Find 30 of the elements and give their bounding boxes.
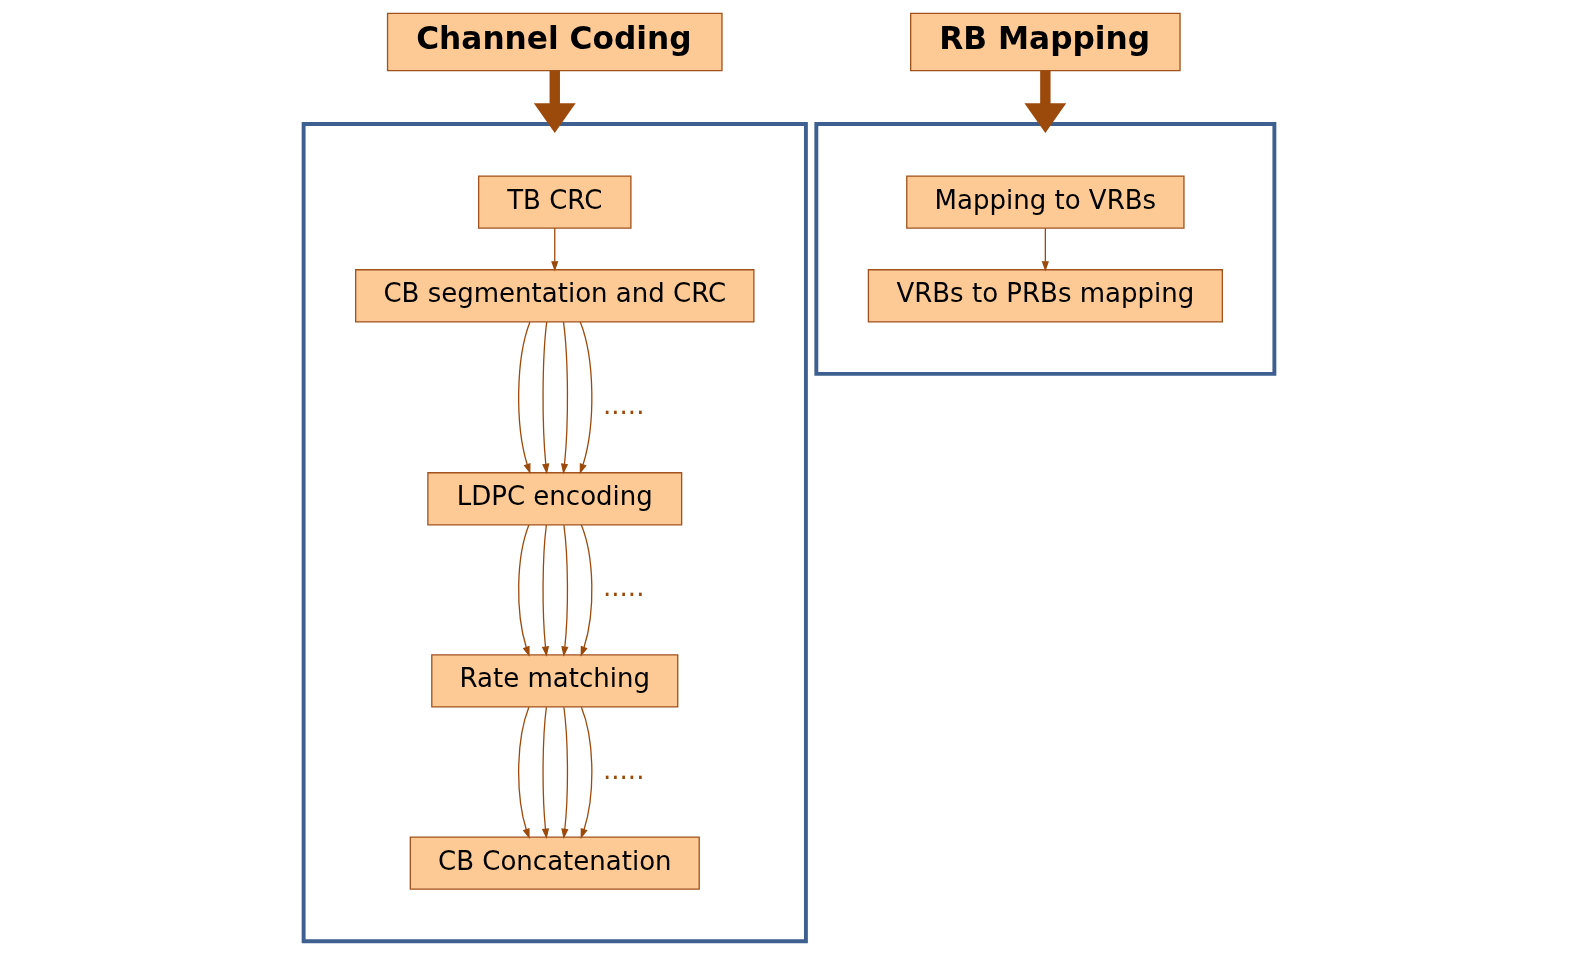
label: ..... xyxy=(603,754,645,785)
node-box: LDPC encoding xyxy=(427,472,683,526)
arrow xyxy=(542,321,550,475)
node-box: CB Concatenation xyxy=(409,836,700,890)
node-box: Rate matching xyxy=(431,654,679,708)
arrow xyxy=(580,706,593,839)
arrow xyxy=(541,706,550,839)
arrow xyxy=(518,321,531,475)
arrow xyxy=(560,321,569,475)
node-box: CB segmentation and CRC xyxy=(355,269,755,323)
node-box: Channel Coding xyxy=(386,12,723,72)
arrow xyxy=(561,706,569,839)
arrow xyxy=(580,524,593,657)
cluster xyxy=(301,122,808,944)
arrow xyxy=(533,70,576,134)
label: ..... xyxy=(603,572,645,603)
node-box: RB Mapping xyxy=(910,12,1181,72)
arrow xyxy=(541,524,550,657)
arrow xyxy=(518,706,530,839)
arrow xyxy=(1024,70,1067,134)
arrow xyxy=(579,321,593,475)
arrow xyxy=(518,524,530,657)
arrow xyxy=(1041,227,1049,272)
node-box: TB CRC xyxy=(478,175,632,229)
cluster xyxy=(814,122,1277,376)
label: ..... xyxy=(603,390,645,421)
arrow xyxy=(561,524,569,657)
node-box: Mapping to VRBs xyxy=(906,175,1185,229)
arrow xyxy=(551,227,559,272)
node-box: VRBs to PRBs mapping xyxy=(867,269,1223,323)
